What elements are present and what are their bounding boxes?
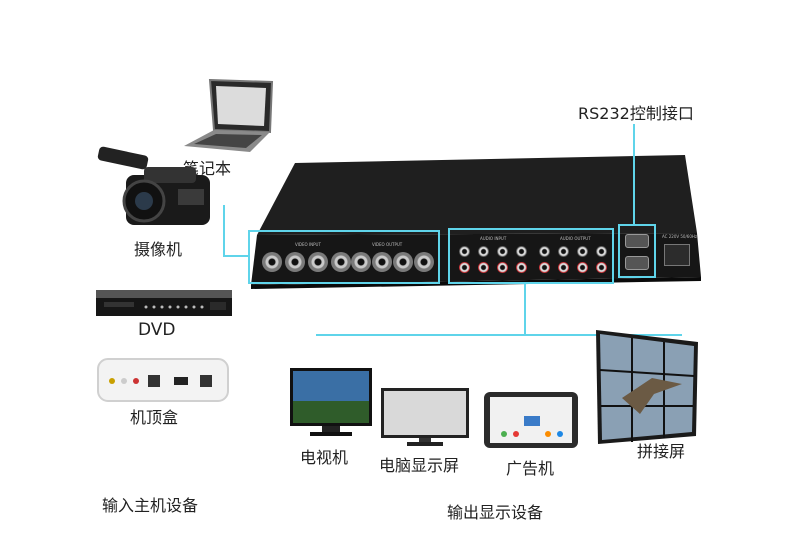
audio-in-l4-port [516, 246, 527, 257]
audio-out-r2-port [558, 262, 569, 273]
dvd-player-icon [96, 290, 232, 318]
camera-label: 摄像机 [134, 240, 183, 259]
video-output-text: VIDEO OUTPUT [372, 242, 403, 247]
input-connector-line-v [223, 205, 225, 257]
video-out-4-port [414, 252, 434, 272]
videowall-label: 拼接屏 [637, 442, 686, 461]
video-out-1-port [351, 252, 371, 272]
audio-in-l3-port [497, 246, 508, 257]
video-out-3-port [393, 252, 413, 272]
rs232-highlight [618, 224, 656, 278]
audio-in-l2-port [478, 246, 489, 257]
video-io-highlight [248, 230, 440, 284]
audio-input-text: AUDIO INPUT [480, 236, 507, 241]
rs232-connector-line [633, 124, 635, 224]
audio-in-r1-port [459, 262, 470, 273]
settop-label: 机顶盒 [130, 408, 179, 427]
computer-monitor-icon [379, 386, 471, 448]
power-socket [664, 244, 690, 266]
audio-out-r4-port [596, 262, 607, 273]
laptop-icon [180, 76, 280, 156]
audio-out-l4-port [596, 246, 607, 257]
video-out-2-port [372, 252, 392, 272]
audio-out-l2-port [558, 246, 569, 257]
video-wall-icon [592, 328, 702, 446]
monitor-label: 电脑显示屏 [379, 456, 460, 475]
audio-out-l3-port [577, 246, 588, 257]
output-connector-line-h [316, 334, 682, 336]
audio-output-text: AUDIO OUTPUT [560, 236, 591, 241]
dvd-label: DVD [138, 320, 176, 340]
input-devices-label: 输入主机设备 [102, 496, 199, 515]
set-top-box-icon [96, 355, 230, 405]
video-input-text: VIDEO INPUT [295, 242, 321, 247]
tv-label: 电视机 [300, 448, 349, 467]
matrix-switcher-device [245, 155, 705, 290]
tv-icon [288, 366, 374, 440]
ad-machine-icon [482, 390, 580, 450]
video-in-2-port [285, 252, 305, 272]
video-in-1-port [262, 252, 282, 272]
power-text: AC 220V 50/60Hz [662, 234, 698, 239]
audio-in-r3-port [497, 262, 508, 273]
output-devices-label: 输出显示设备 [447, 503, 544, 522]
audio-out-r3-port [577, 262, 588, 273]
audio-out-l1-port [539, 246, 550, 257]
audio-in-r2-port [478, 262, 489, 273]
input-connector-line-h [223, 255, 250, 257]
video-camera-icon [96, 145, 226, 235]
output-connector-line-v [524, 284, 526, 336]
audio-in-r4-port [516, 262, 527, 273]
ad-machine-label: 广告机 [506, 459, 555, 478]
video-in-3-port [308, 252, 328, 272]
audio-in-l1-port [459, 246, 470, 257]
video-in-4-port [331, 252, 351, 272]
audio-io-highlight [448, 228, 614, 284]
audio-out-r1-port [539, 262, 550, 273]
rs232-port-1 [625, 234, 649, 248]
rs232-label: RS232控制接口 [578, 104, 694, 123]
rs232-port-2 [625, 256, 649, 270]
